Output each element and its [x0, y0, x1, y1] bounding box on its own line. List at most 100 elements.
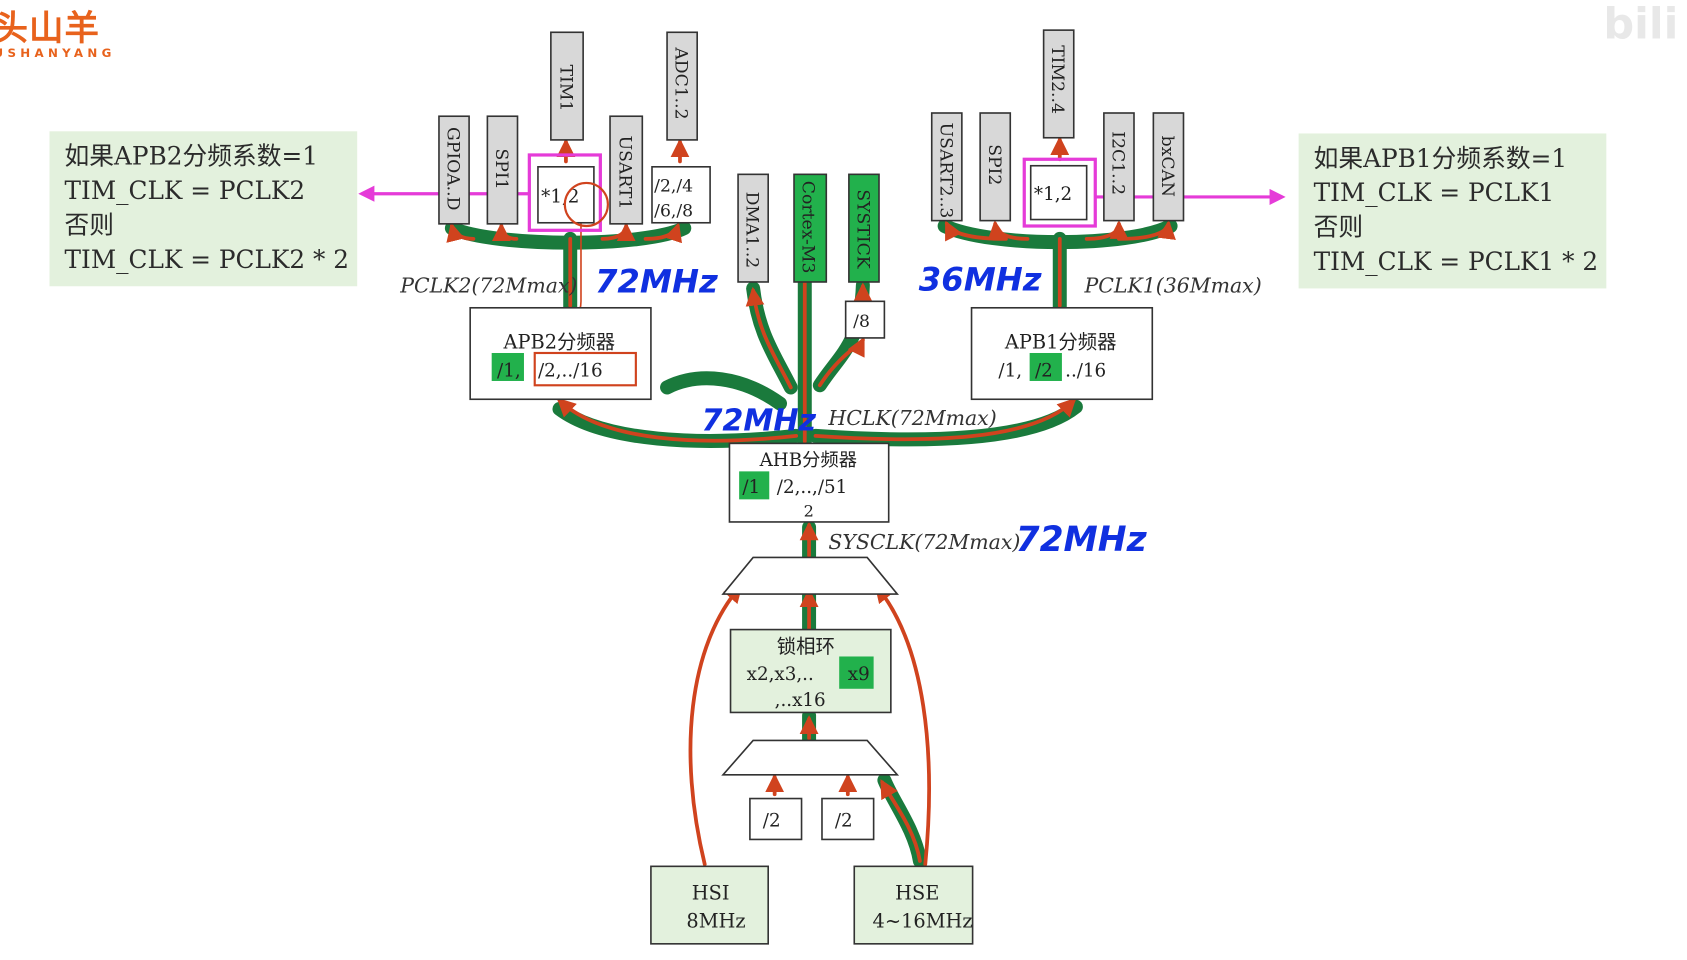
spi2-box: [979, 112, 1012, 222]
apb1-divider-title: APB1分频器: [1004, 331, 1117, 354]
apb1-mult-box: [1029, 164, 1088, 221]
pclk1-label: PCLK1(36Mmax): [1084, 274, 1262, 298]
logo-sub-text: USHANYANG: [0, 46, 116, 61]
red-arrow-adc-div: [643, 222, 682, 244]
red-arrow-spi2: [987, 220, 1030, 241]
apb2-divider-rest: /2,../16: [538, 361, 603, 382]
red-circle-annotation: [563, 181, 609, 228]
sysclk-label: SYSCLK(72Mmax): [828, 530, 1020, 554]
systick-div-label: /8: [853, 312, 870, 332]
hse-name: HSE: [895, 882, 939, 905]
hse-box: [853, 865, 974, 945]
systick-div-box: [844, 300, 886, 339]
adc-div-box: [651, 166, 711, 224]
oscillators: HSI 8MHz HSE 4~16MHz: [650, 865, 974, 945]
spi1-box: [486, 115, 519, 225]
red-arrow-systick-div: [817, 336, 865, 388]
hsi-box: [650, 865, 769, 945]
apb2-divider-title: APB2分频器: [503, 331, 616, 354]
bxcan-box: [1152, 112, 1185, 222]
hse-div-box: [821, 797, 875, 841]
apb2-divider-sel: /1,: [497, 361, 521, 382]
hand-sysclk-freq: 72MHz: [1016, 520, 1148, 560]
usart23-label: USART2..3: [935, 123, 955, 219]
adc-div-label-2: /6,/8: [654, 201, 693, 221]
magenta-box-apb1-mult: [1022, 157, 1097, 228]
hse-freq: 4~16MHz: [873, 910, 973, 933]
apb2-divider: APB2分频器 /1, /2,../16: [469, 306, 652, 401]
brand-logo: 头山羊 USHANYANG: [0, 9, 116, 61]
video-watermark: bili: [1603, 0, 1679, 50]
usart23-box: [930, 112, 963, 222]
ahb-divider-tail: 2: [804, 502, 814, 521]
tim1-label: TIM1: [556, 65, 576, 112]
green-path-hclk-apb2: [660, 371, 788, 411]
red-arrow-dma: [745, 286, 793, 390]
red-arrow-gpio: [446, 222, 476, 243]
systick-label: SYSTICK: [852, 189, 872, 269]
red-arrow-bxcan: [1117, 220, 1176, 241]
apb1-peripherals: [930, 29, 1185, 222]
usart1-box: [609, 115, 644, 225]
ahb-peripheral-labels: DMA1..2 Cortex-M3 SYSTICK /8: [742, 181, 873, 332]
apb1-divider-rest: ../16: [1065, 361, 1106, 382]
cortex-label: Cortex-M3: [798, 181, 818, 274]
sysclk-mux: [721, 556, 900, 595]
apb1-divider-sel: /2: [1035, 361, 1053, 382]
bus-labels: PCLK2(72Mmax) PCLK1(36Mmax) HCLK(72Mmax)…: [399, 274, 1261, 554]
apb2-mult-label: *1,2: [541, 186, 579, 207]
apb2-divider-red-box: [533, 351, 637, 387]
logo-brand-text: 头山羊: [0, 7, 101, 49]
apb2-note-line-2: TIM_CLK = PCLK2: [64, 177, 306, 206]
ahb-peripherals: [737, 173, 886, 339]
handwritten-annotations: 72MHz 36MHz 72MHz 72MHz: [595, 261, 1148, 560]
red-arrow-hse-to-div: [880, 779, 922, 863]
red-arrow-i2c: [1084, 220, 1129, 241]
ahb-divider: AHB分频器 /1 /2,..,/51 2: [728, 442, 890, 523]
apb2-note-line-3: 否则: [64, 212, 115, 240]
apb2-note-line-4: TIM_CLK = PCLK2 * 2: [64, 246, 349, 275]
adc-label: ADC1..2: [671, 46, 691, 119]
hse-div-label: /2: [835, 811, 853, 832]
ahb-divider-title: AHB分频器: [759, 450, 857, 471]
tim24-label: TIM2..4: [1047, 45, 1067, 114]
i2c-box: [1103, 112, 1135, 222]
pll-line-2: ,..x16: [775, 690, 826, 711]
hsi-div-box: [749, 797, 803, 841]
i2c-label: I2C1..2: [1107, 131, 1127, 195]
apb2-note-line-1: 如果APB2分频系数=1: [64, 143, 318, 172]
apb2-peripherals: [438, 31, 711, 225]
hand-apb2-freq: 72MHz: [595, 263, 718, 301]
adc-box: [666, 31, 698, 141]
apb1-note-line-1: 如果APB1分频系数=1: [1313, 145, 1568, 174]
pll-block: 锁相环 x2,x3,.. x9 ,..x16: [729, 628, 892, 714]
spi2-label: SPI2: [984, 144, 1004, 185]
apb2-timer-note: 如果APB2分频系数=1 TIM_CLK = PCLK2 否则 TIM_CLK …: [49, 131, 358, 287]
apb1-note-line-2: TIM_CLK = PCLK1: [1313, 179, 1555, 208]
pll-line-1: x2,x3,..: [747, 664, 814, 685]
apb1-note-line-3: 否则: [1313, 214, 1364, 243]
red-arrow-apb2-in: [556, 397, 799, 443]
apb1-divider-highlight: [1029, 352, 1062, 381]
dma-box: [737, 173, 769, 283]
red-arrow-hse-direct: [874, 583, 931, 867]
ahb-divider-sel: /1: [742, 477, 760, 498]
tim1-box: [550, 31, 584, 141]
gpio-label: GPIOA..D: [443, 127, 463, 210]
systick-box: [848, 173, 880, 283]
pll-title: 锁相环: [777, 635, 835, 658]
prediv-boxes: /2 /2: [749, 797, 875, 841]
apb1-timer-note: 如果APB1分频系数=1 TIM_CLK = PCLK1 否则 TIM_CLK …: [1298, 133, 1607, 289]
gpio-box: [438, 115, 470, 225]
dma-label: DMA1..2: [742, 192, 762, 269]
red-arrow-hsi-direct: [688, 583, 743, 867]
hand-hclk-freq: 72MHz: [701, 403, 816, 438]
apb2-peripheral-labels: GPIOA..D SPI1 TIM1 *1,2 USART1 ADC1..2 /…: [443, 46, 694, 221]
apb1-mult-label: *1,2: [1034, 184, 1072, 205]
pll-sel: x9: [848, 664, 870, 685]
apb1-note-line-4: TIM_CLK = PCLK1 * 2: [1313, 248, 1599, 277]
ahb-divider-highlight: [739, 471, 770, 500]
usart1-label: USART1: [615, 136, 635, 210]
